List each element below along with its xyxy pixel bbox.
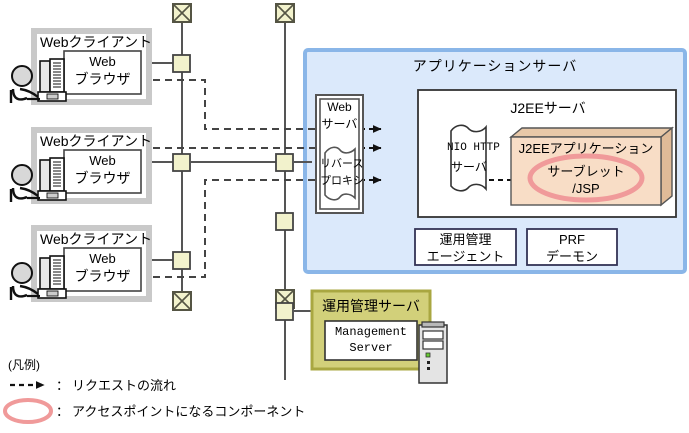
browser-label-1b: ブラウザ bbox=[74, 71, 131, 87]
ops-agent-label-2: エージェント bbox=[426, 249, 505, 264]
bus-terminator-right-top bbox=[275, 3, 295, 23]
mgmt-server-box bbox=[324, 320, 418, 361]
reverse-proxy-shape bbox=[324, 146, 356, 201]
bus-node-l3 bbox=[172, 251, 191, 270]
j2ee-application-title: J2EEアプリケーション bbox=[518, 141, 654, 156]
bus-node-l2 bbox=[172, 153, 191, 172]
user-at-computer-icon-2 bbox=[9, 157, 67, 202]
prf-daemon-label-1: PRF bbox=[559, 232, 585, 247]
mgmt-server-title: 運用管理サーバ bbox=[322, 298, 420, 314]
request-flow-client1 bbox=[141, 79, 357, 130]
client-frame-label-3: Webクライアント bbox=[40, 231, 152, 247]
access-point-label-1: サーブレット bbox=[547, 164, 625, 179]
mgmt-server-label-2: Server bbox=[349, 341, 393, 355]
bus-node-l1 bbox=[172, 54, 191, 73]
bus-terminator-left-bottom bbox=[172, 291, 192, 311]
legend-item-2-separator: ： bbox=[56, 404, 70, 419]
bus-node-r1 bbox=[275, 153, 294, 172]
web-server-label-2: サーバ bbox=[321, 117, 358, 131]
web-server-label-1: Web bbox=[327, 100, 352, 114]
nio-http-server-shape bbox=[450, 124, 487, 192]
client-frame-label-1: Webクライアント bbox=[40, 34, 152, 50]
browser-label-3a: Web bbox=[89, 251, 116, 266]
browser-label-1a: Web bbox=[89, 54, 116, 69]
legend-title: (凡例) bbox=[8, 358, 40, 372]
app-server-title: アプリケーションサーバ bbox=[412, 58, 578, 74]
bus-node-r2 bbox=[275, 212, 294, 231]
browser-label-2b: ブラウザ bbox=[74, 170, 131, 186]
j2ee-server-title: J2EEサーバ bbox=[510, 100, 586, 116]
ops-agent-box bbox=[414, 228, 517, 266]
legend-item-2-label: アクセスポイントになるコンポーネント bbox=[72, 404, 306, 419]
j2ee-app-top-face bbox=[509, 127, 674, 138]
prf-daemon-label-2: デーモン bbox=[545, 249, 598, 264]
mgmt-server-label-1: Management bbox=[334, 325, 407, 339]
user-at-computer-icon-1 bbox=[9, 58, 67, 103]
prf-daemon-box bbox=[526, 228, 618, 266]
j2ee-app-right-face bbox=[660, 126, 673, 207]
legend-item-1-separator: ： bbox=[56, 378, 70, 393]
access-point-oval bbox=[527, 153, 645, 203]
browser-label-2a: Web bbox=[89, 153, 116, 168]
server-tower-icon bbox=[418, 321, 448, 384]
request-flow-client3 bbox=[141, 179, 357, 278]
nio-http-label-2: サーバ bbox=[451, 160, 487, 174]
legend-oval-icon bbox=[3, 398, 53, 424]
ops-agent-label-1: 運用管理 bbox=[439, 232, 492, 247]
browser-label-3b: ブラウザ bbox=[74, 268, 131, 284]
access-point-label-2: /JSP bbox=[572, 181, 600, 196]
client-frame-label-2: Webクライアント bbox=[40, 133, 152, 149]
bus-node-r3 bbox=[275, 302, 294, 321]
reverse-proxy-label-1: リバース bbox=[320, 158, 364, 170]
legend-item-1-label: リクエストの流れ bbox=[72, 378, 177, 393]
nio-http-label-1: NIO HTTP bbox=[447, 142, 500, 154]
bus-terminator-left-top bbox=[172, 3, 192, 23]
user-at-computer-icon-3 bbox=[9, 255, 67, 300]
reverse-proxy-label-2: プロキシ bbox=[320, 175, 364, 187]
